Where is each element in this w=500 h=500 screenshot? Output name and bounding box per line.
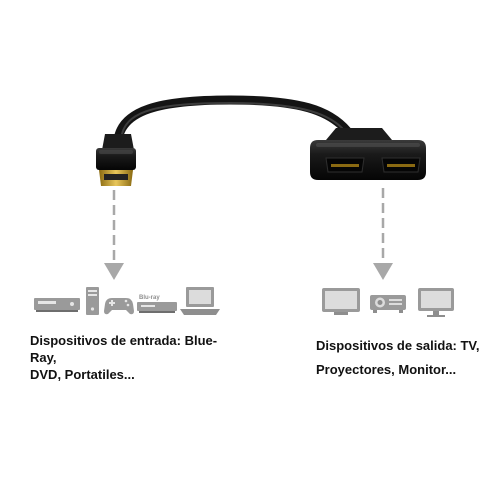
hdmi-splitter-cable (96, 95, 426, 186)
input-caption-line-1: Dispositivos de entrada: Blue- (30, 333, 218, 348)
hdmi-male-plug (96, 134, 136, 186)
laptop-icon (180, 287, 220, 315)
cable-highlight (121, 101, 343, 135)
input-device-icons: Blu-ray (34, 287, 220, 315)
dvd-player-icon (34, 298, 80, 312)
gamepad-icon (104, 298, 134, 315)
input-caption-line-3: DVD, Portatiles... (30, 367, 135, 382)
tv-icon (322, 288, 360, 315)
input-devices-caption: Dispositivos de entrada: Blue- Ray, DVD,… (30, 332, 240, 383)
pc-tower-icon (86, 287, 99, 315)
projector-icon (370, 295, 406, 313)
output-caption-line-2: Proyectores, Monitor... (316, 362, 457, 377)
output-device-icons (322, 288, 454, 317)
output-devices-caption: Dispositivos de salida: TV, Proyectores,… (316, 337, 498, 378)
cable-wire (113, 95, 353, 145)
output-caption-line-1: Dispositivos de salida: TV, (316, 338, 480, 353)
monitor-icon (418, 288, 454, 317)
svg-text:Blu-ray: Blu-ray (139, 295, 160, 301)
dual-hdmi-female-head (310, 128, 426, 180)
output-arrow (373, 188, 393, 280)
bluray-player-icon: Blu-ray (137, 295, 177, 313)
input-arrow (104, 190, 124, 280)
input-caption-line-2: Ray, (30, 350, 57, 365)
